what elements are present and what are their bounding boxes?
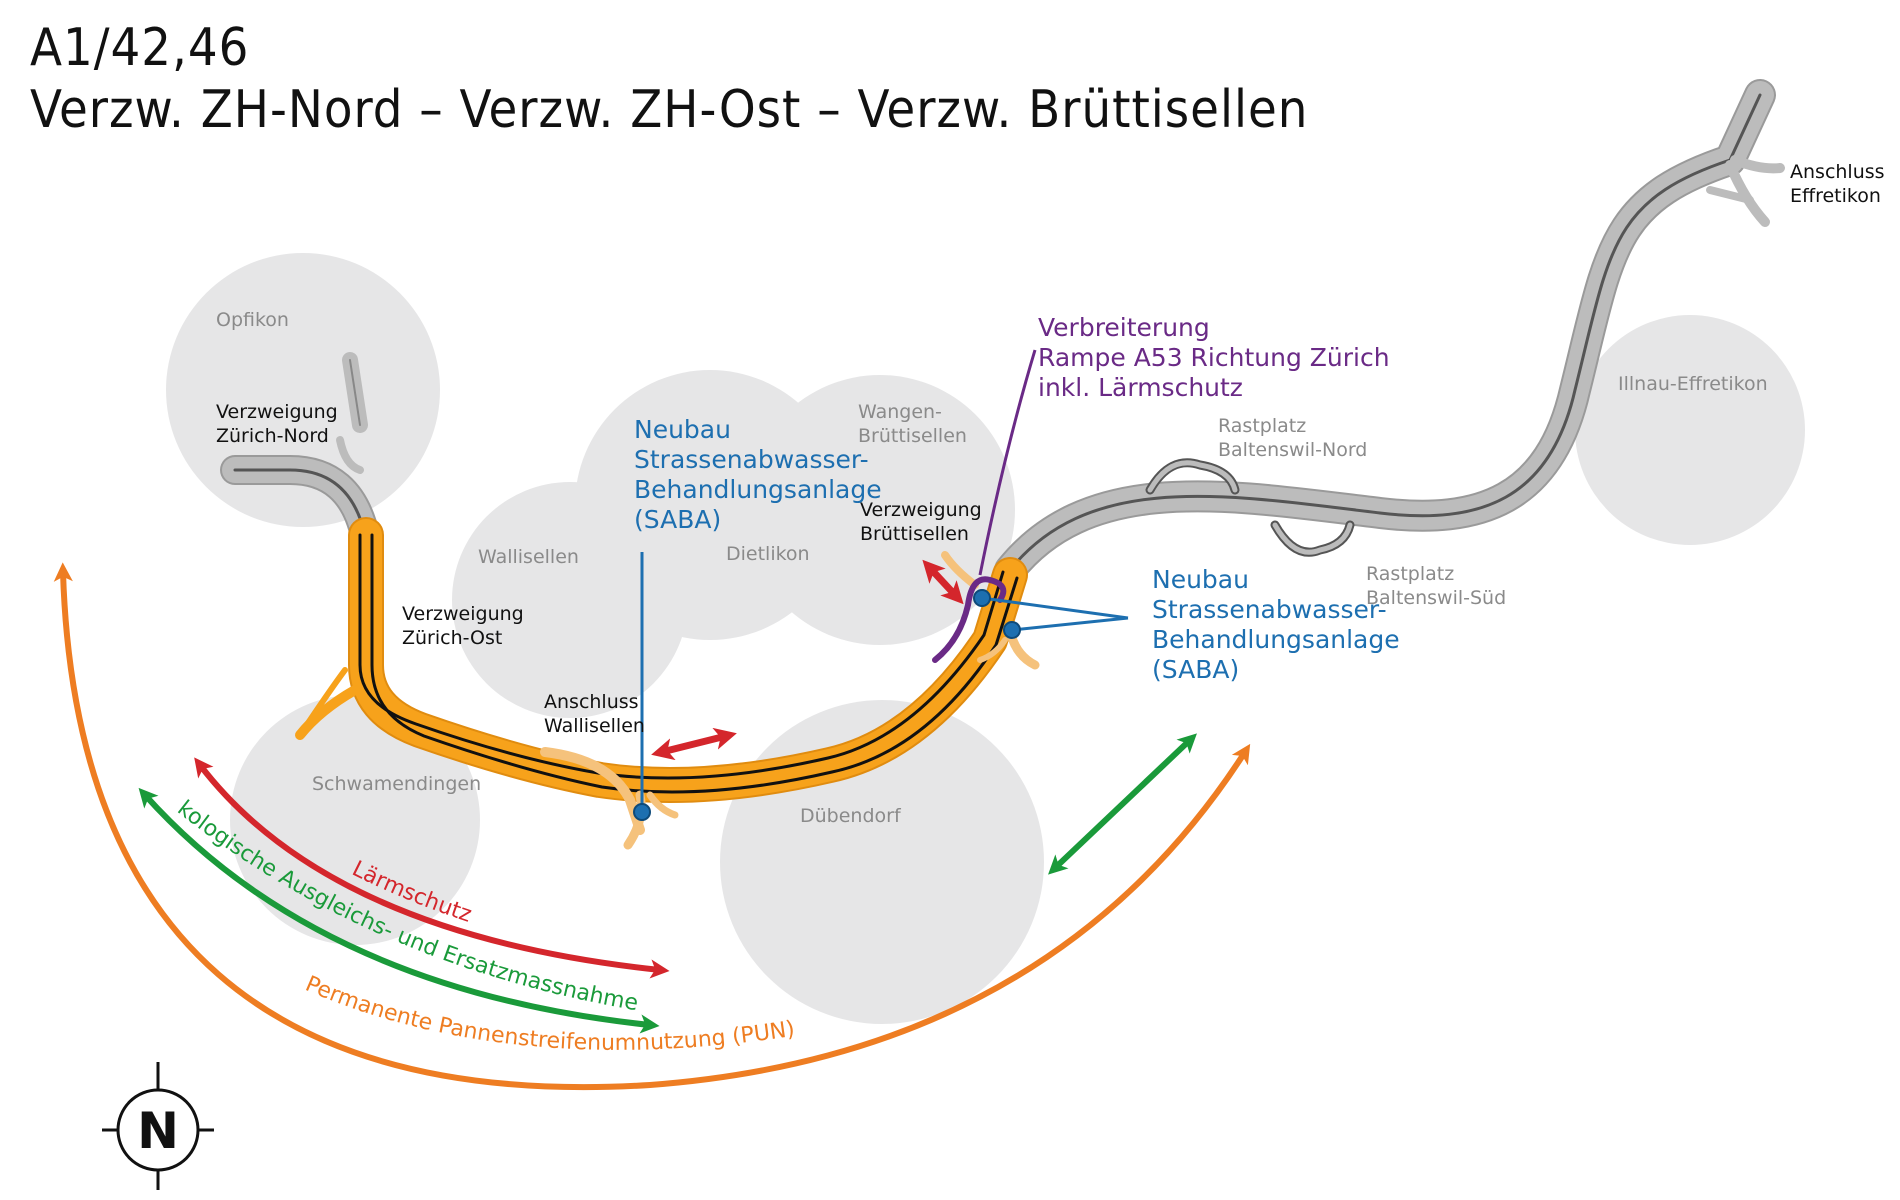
saba-right-marker-1: [973, 589, 991, 607]
area-illnau-effretikon: [1575, 315, 1805, 545]
place-duebendorf: Dübendorf: [800, 805, 902, 827]
map-title-section: Verzw. ZH-Nord – Verzw. ZH-Ost – Verzw. …: [30, 80, 1309, 140]
node-bruettisellen-1: Verzweigung: [860, 499, 982, 521]
ramp-label-line1: Verbreiterung: [1038, 313, 1210, 342]
node-zh-nord-2: Zürich-Nord: [216, 425, 329, 447]
compass-north-label: N: [137, 1102, 179, 1160]
arc-oekologisch: [138, 787, 660, 1034]
place-bruettisellen: Brüttisellen: [858, 425, 967, 447]
saba-left-marker: [633, 803, 651, 821]
node-bruettisellen-2: Brüttisellen: [860, 523, 969, 545]
north-compass-icon: N: [102, 1062, 214, 1190]
node-effretikon-2: Effretikon: [1790, 185, 1881, 207]
rest-area-sued-2: Baltenswil-Süd: [1366, 587, 1506, 609]
rest-area-nord-1: Rastplatz: [1218, 415, 1306, 437]
saba-left-line3: Behandlungsanlage: [634, 475, 882, 504]
ramp-label-line2: Rampe A53 Richtung Zürich: [1038, 343, 1390, 372]
node-effretikon-1: Anschluss: [1790, 161, 1885, 183]
node-zh-ost-2: Zürich-Ost: [402, 627, 502, 649]
saba-right-marker-2: [1003, 621, 1021, 639]
place-wallisellen: Wallisellen: [478, 546, 579, 568]
node-zh-nord-1: Verzweigung: [216, 401, 338, 423]
noise-arrow-wallisellen: [651, 727, 737, 761]
ramp-label-line3: inkl. Lärmschutz: [1038, 373, 1243, 402]
rest-area-sued-1: Rastplatz: [1366, 563, 1454, 585]
saba-right-line2: Strassenabwasser-: [1152, 595, 1387, 624]
node-wallisellen-1: Anschluss: [544, 691, 639, 713]
place-opfikon: Opfikon: [216, 309, 289, 331]
saba-right-leader-b: [1011, 616, 1129, 632]
ramp-callout-line: [978, 349, 1037, 576]
saba-left-line1: Neubau: [634, 415, 731, 444]
place-illnau-effretikon: Illnau-Effretikon: [1618, 373, 1768, 395]
node-zh-ost-1: Verzweigung: [402, 603, 524, 625]
saba-left-line2: Strassenabwasser-: [634, 445, 869, 474]
place-wangen: Wangen-: [858, 401, 942, 423]
saba-left-line4: (SABA): [634, 505, 721, 534]
node-wallisellen-2: Wallisellen: [544, 715, 645, 737]
saba-right-line1: Neubau: [1152, 565, 1249, 594]
saba-right-line3: Behandlungsanlage: [1152, 625, 1400, 654]
place-dietlikon: Dietlikon: [726, 543, 810, 565]
map-title-code: A1/42,46: [30, 18, 250, 78]
arc-pun: [53, 562, 1251, 1091]
saba-right-line4: (SABA): [1152, 655, 1239, 684]
place-schwamendingen: Schwamendingen: [312, 773, 481, 795]
rest-area-nord-2: Baltenswil-Nord: [1218, 439, 1367, 461]
